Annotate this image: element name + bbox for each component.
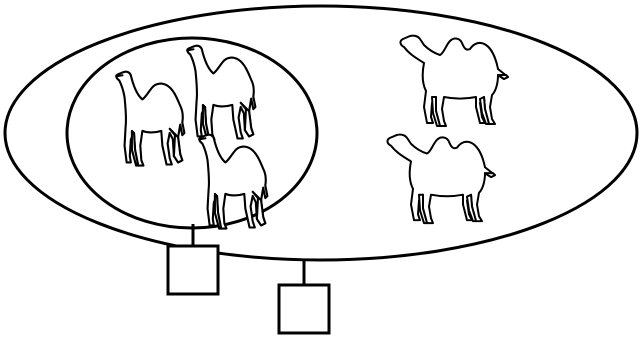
outer-set-ellipse (5, 6, 637, 260)
inner-set-ellipse (67, 38, 317, 228)
outer-set-label-box[interactable] (279, 285, 329, 333)
inner-camel-1 (116, 72, 184, 166)
outer-camel-1 (400, 36, 508, 126)
inner-camel-3 (199, 135, 267, 229)
inner-set-label-box[interactable] (168, 246, 218, 294)
inner-camel-2 (187, 46, 255, 140)
outer-camel-2 (387, 135, 495, 224)
